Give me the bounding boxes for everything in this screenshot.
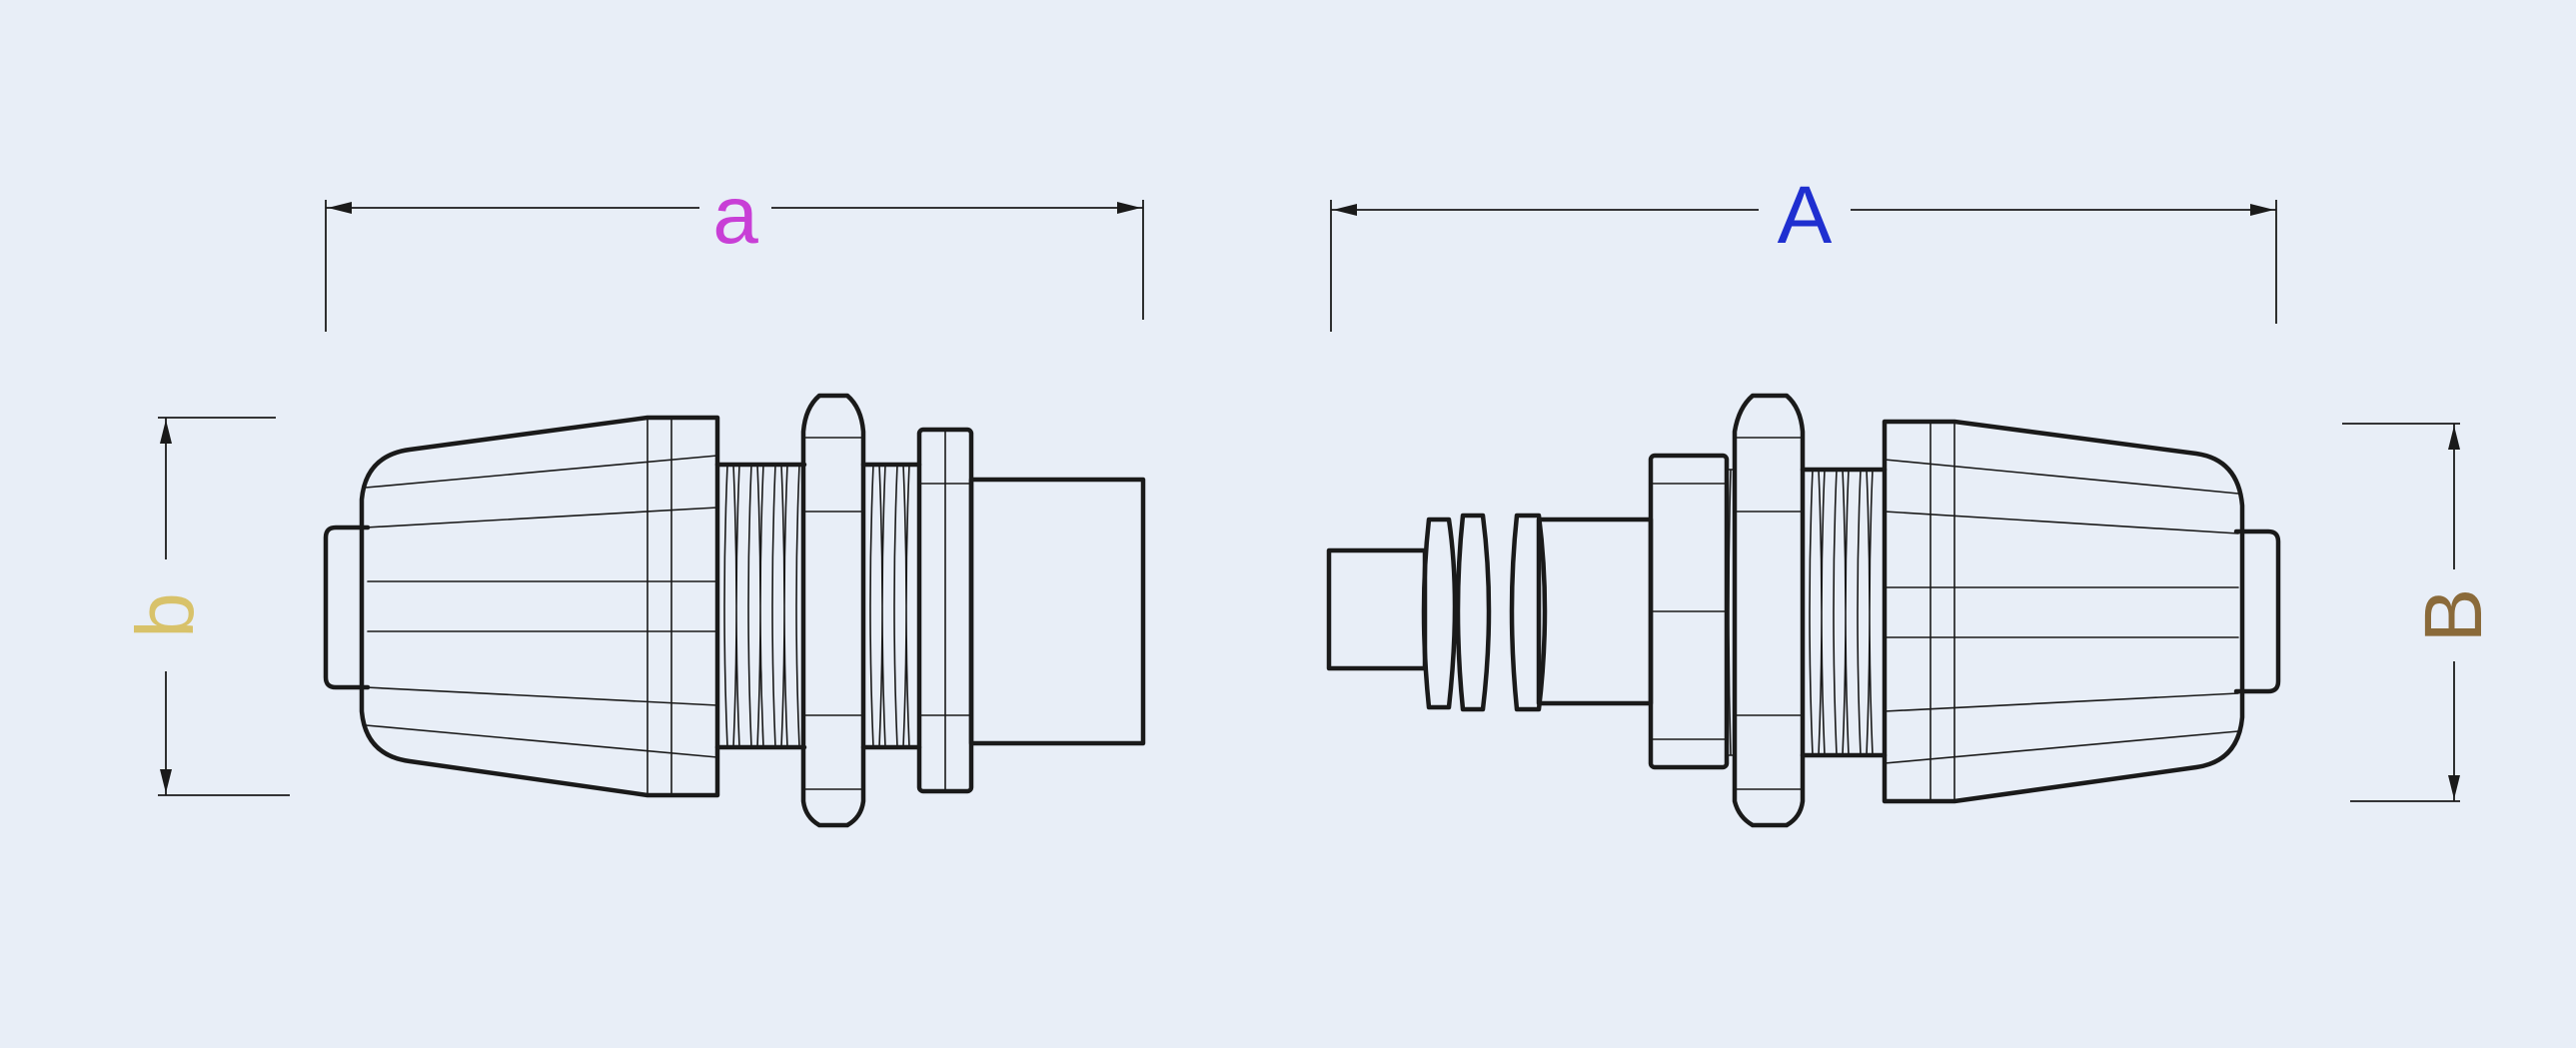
dimension-a — [325, 200, 1144, 332]
right-nut-facets — [1884, 421, 2239, 802]
left-body-tube — [968, 477, 1146, 746]
dimension-B-arrow-top — [2448, 426, 2460, 450]
left-hex-nut — [800, 393, 866, 828]
right-tapered-nut — [1882, 419, 2245, 804]
right-connector — [1326, 393, 2281, 828]
left-thread-b-ridges — [869, 464, 910, 748]
left-tapered-nut — [359, 415, 720, 798]
right-thread-b-ridges — [1809, 469, 1874, 756]
dimension-label-b: b — [120, 592, 211, 638]
right-tail-stub — [1326, 547, 1428, 671]
right-tail-stub-end — [2233, 528, 2281, 694]
left-thread-a-ridges — [723, 464, 800, 748]
dimension-A-arrow-left — [1333, 204, 1357, 216]
right-hex-nut — [1732, 393, 1806, 828]
dimension-B-arrow-bottom — [2448, 775, 2460, 799]
dimension-a-arrow-right — [1117, 202, 1141, 214]
left-nut-facets — [365, 417, 718, 796]
right-flange-lines — [1650, 483, 1728, 740]
dimension-B — [2342, 423, 2460, 802]
right-hex-nut-facets — [1734, 437, 1804, 790]
dimension-b — [158, 417, 290, 796]
dimension-a-arrow-left — [328, 202, 352, 214]
left-hex-nut-facets — [802, 437, 864, 790]
right-thread-b-outline — [1800, 467, 1888, 758]
left-thread-a-outline — [714, 462, 807, 750]
dimension-b-arrow-top — [160, 420, 172, 444]
dimension-label-a: a — [712, 170, 758, 261]
left-connector — [323, 393, 1146, 828]
dimension-b-arrow-bottom — [160, 769, 172, 793]
right-shaft — [1536, 517, 1654, 706]
dimension-A — [1330, 200, 2277, 332]
right-barb-rings — [1421, 513, 1548, 712]
dimension-A-arrow-right — [2250, 204, 2274, 216]
dimension-label-B: B — [2408, 587, 2499, 643]
left-tail-stub — [323, 524, 371, 690]
dimension-label-A: A — [1777, 170, 1833, 261]
left-washer-lines — [918, 429, 972, 792]
